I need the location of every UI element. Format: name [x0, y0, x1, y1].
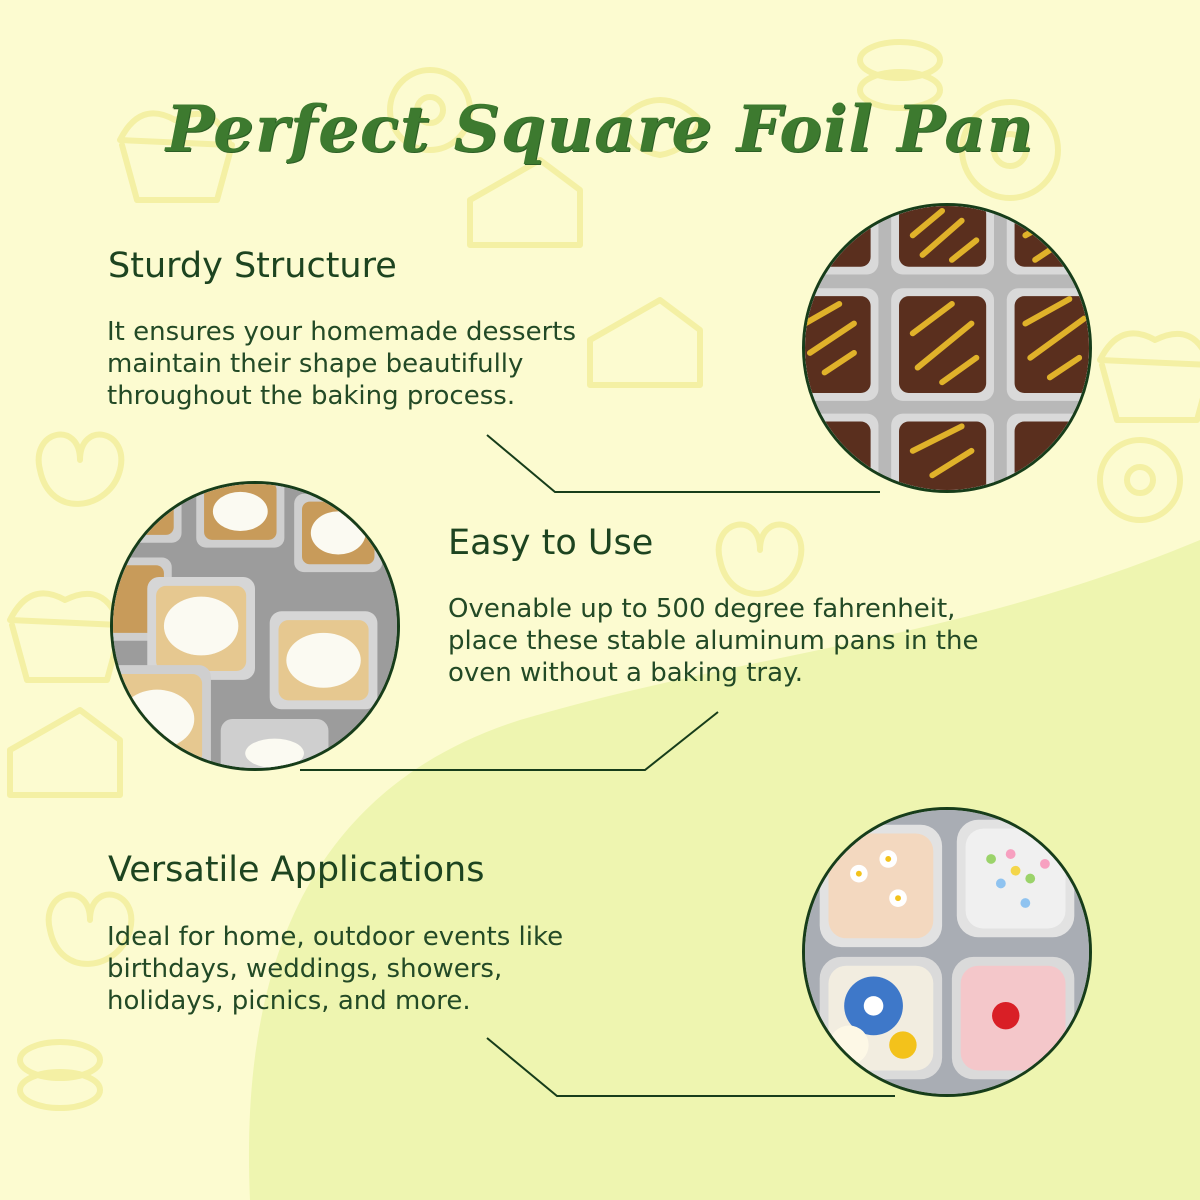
feature-heading-versatile: Versatile Applications — [108, 850, 485, 890]
donut-icon — [959, 99, 1061, 201]
pretzel-icon — [45, 891, 135, 967]
feature-text-easy: Ovenable up to 500 degree fahrenheit, pl… — [448, 593, 978, 689]
feature-text-line: place these stable aluminum pans in the — [448, 626, 979, 656]
connector-line-sturdy — [486, 434, 880, 493]
feature-heading-easy: Easy to Use — [448, 523, 654, 563]
feature-text-line: throughout the baking process. — [107, 381, 516, 411]
feature-heading-sturdy: Sturdy Structure — [108, 246, 397, 286]
pretzel-icon — [35, 431, 125, 507]
feature-text-sturdy: It ensures your homemade desserts mainta… — [107, 316, 576, 412]
feature-text-line: It ensures your homemade desserts — [107, 317, 577, 347]
feature-text-line: holidays, picnics, and more. — [107, 986, 471, 1016]
frosted-cake-squares-photo — [110, 481, 400, 771]
feature-text-versatile: Ideal for home, outdoor events like birt… — [107, 921, 563, 1017]
page-title: Perfect Square Foil Pan — [165, 92, 1035, 167]
macaron-icon — [17, 1039, 103, 1081]
feature-text-line: birthdays, weddings, showers, — [107, 954, 503, 984]
feature-text-line: oven without a baking tray. — [448, 658, 803, 688]
feature-text-line: Ovenable up to 500 degree fahrenheit, — [448, 594, 956, 624]
cake-slice-icon — [7, 707, 123, 798]
cupcake-icon — [117, 110, 235, 203]
connector-line-easy — [300, 711, 719, 771]
feature-text-line: maintain their shape beautifully — [107, 349, 524, 379]
feature-text-line: Ideal for home, outdoor events like — [107, 922, 564, 952]
croissant-icon — [617, 97, 703, 158]
pretzel-icon — [715, 521, 805, 597]
cupcake-icon — [1097, 330, 1200, 423]
macaron-icon — [857, 39, 943, 81]
brownie-squares-photo — [802, 203, 1092, 493]
cake-slice-icon — [467, 157, 583, 248]
connector-line-versatile — [486, 1037, 895, 1097]
donut-icon — [1097, 437, 1183, 523]
cake-slice-icon — [587, 297, 703, 388]
donut-icon — [387, 67, 473, 153]
decorated-cake-pans-photo — [802, 807, 1092, 1097]
